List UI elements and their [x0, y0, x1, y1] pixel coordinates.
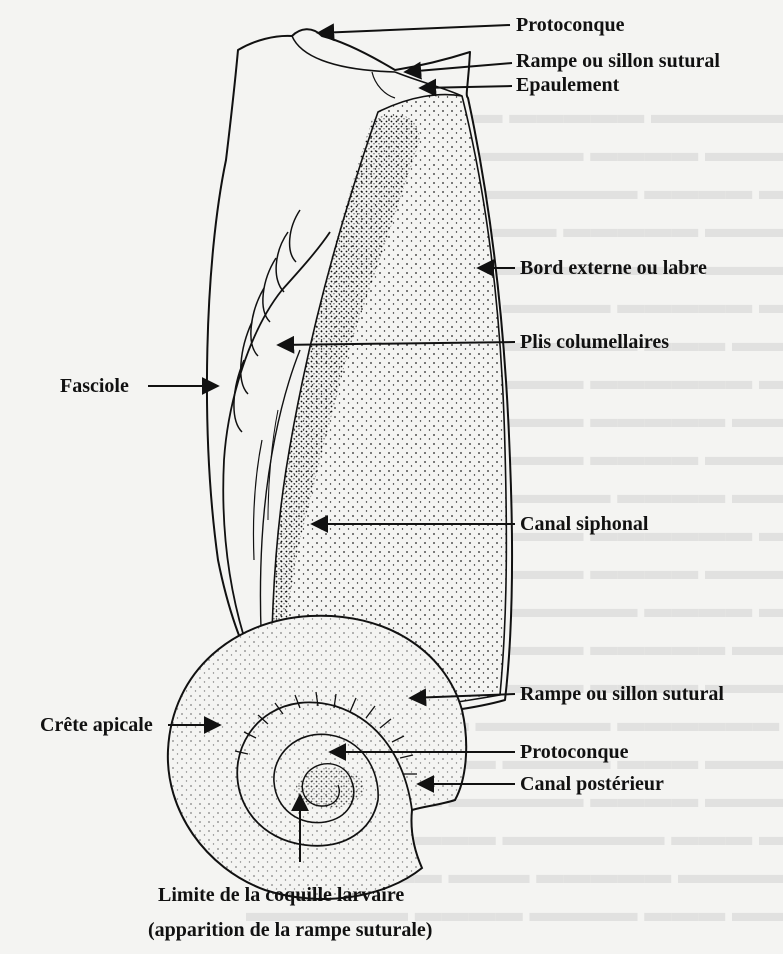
- label-epaulement: Epaulement: [516, 75, 619, 95]
- leader-protoconque-top: [318, 25, 510, 33]
- apical-view: [168, 616, 466, 899]
- label-crete-apicale: Crête apicale: [40, 715, 153, 735]
- label-limite-line1: Limite de la coquille larvaire: [158, 885, 404, 905]
- label-rampe-sillon-sutural-bottom: Rampe ou sillon sutural: [520, 684, 724, 704]
- outer-whorl-stipple: [168, 616, 466, 899]
- label-protoconque-top: Protoconque: [516, 15, 625, 35]
- label-rampe-sillon-sutural-top: Rampe ou sillon sutural: [516, 51, 720, 71]
- label-fasciole: Fasciole: [60, 376, 129, 396]
- label-canal-siphonal: Canal siphonal: [520, 514, 648, 534]
- label-bord-externe: Bord externe ou labre: [520, 258, 707, 278]
- label-canal-posterieur: Canal postérieur: [520, 774, 664, 794]
- label-plis-columellaires: Plis columellaires: [520, 332, 669, 352]
- label-limite-line2: (apparition de la rampe suturale): [148, 920, 432, 940]
- label-protoconque-bottom: Protoconque: [520, 742, 629, 762]
